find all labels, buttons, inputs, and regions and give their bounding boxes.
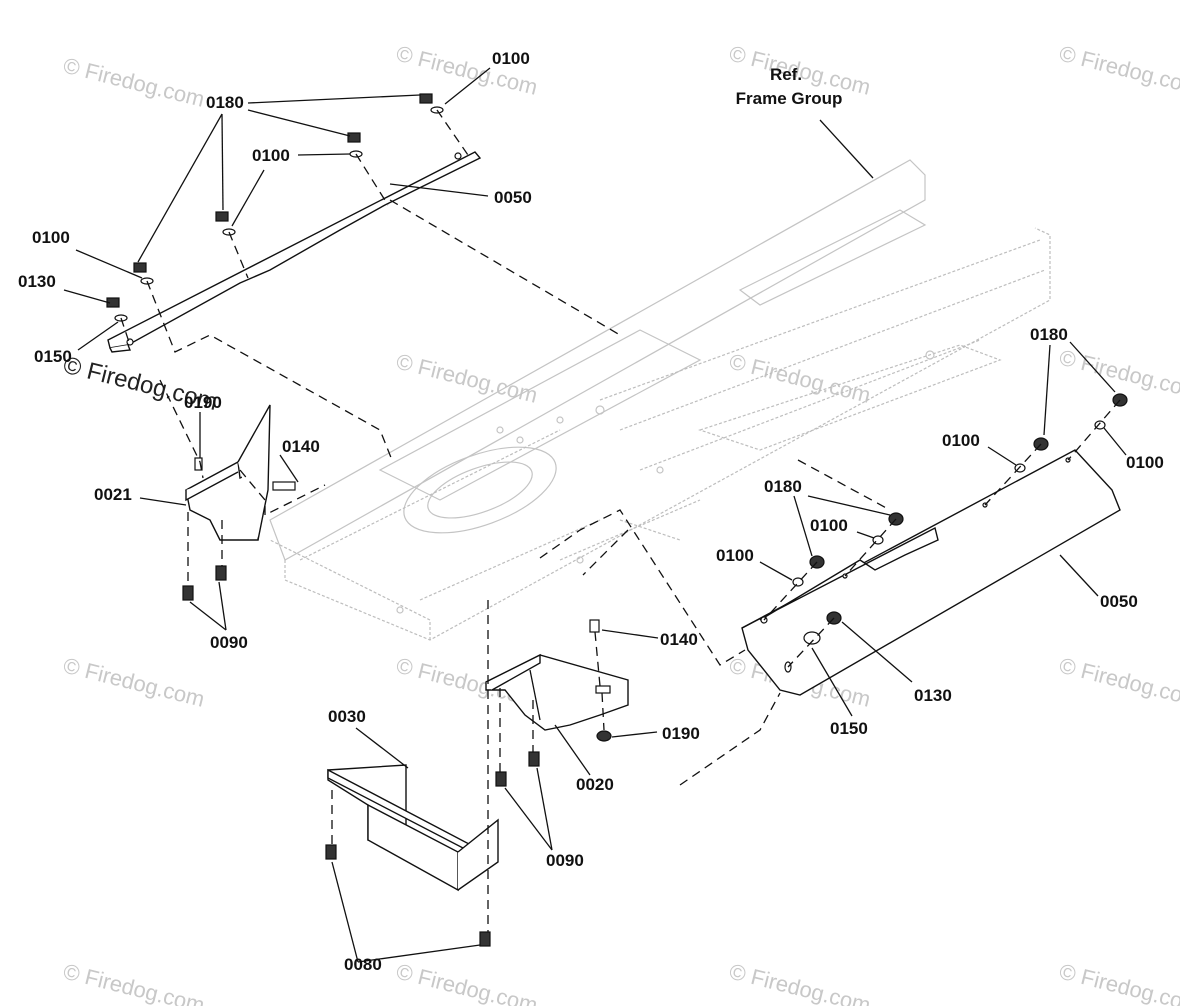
watermark-text: © Firedog.com (727, 349, 873, 408)
watermark-text: © Firedog.com (61, 653, 207, 712)
callout-0180-top: 0180 (206, 93, 244, 112)
callout-0130-left: 0130 (18, 272, 56, 291)
callout-0021: 0021 (94, 485, 132, 504)
watermark-text: © Firedog.com (727, 959, 873, 1006)
callout-0180-right-top: 0180 (1030, 325, 1068, 344)
reference-label: Ref. Frame Group (736, 65, 843, 108)
callout-0020: 0020 (576, 775, 614, 794)
callout-0130-right: 0130 (914, 686, 952, 705)
reference-label-line1: Ref. (770, 65, 802, 84)
callout-0090-bottom: 0090 (546, 851, 584, 870)
reference-frame (269, 159, 1051, 641)
watermark-text: © Firedog.com (1057, 41, 1180, 100)
callout-0140-right: 0140 (660, 630, 698, 649)
callout-0100-right-c: 0100 (810, 516, 848, 535)
callout-0030: 0030 (328, 707, 366, 726)
callout-0140-left: 0140 (282, 437, 320, 456)
callout-0190-left: 0190 (184, 393, 222, 412)
callout-0180-right-mid: 0180 (764, 477, 802, 496)
callout-0100-right-d: 0100 (716, 546, 754, 565)
watermark-text: © Firedog.com (1057, 959, 1180, 1006)
callout-0100-right-a: 0100 (942, 431, 980, 450)
watermark-text: © Firedog.com (1057, 653, 1180, 712)
callout-0050-left: 0050 (494, 188, 532, 207)
left-bracket-0021 (185, 404, 271, 541)
left-hardware (106, 93, 444, 601)
callout-0050-right: 0050 (1100, 592, 1138, 611)
watermark-text: © Firedog.com (61, 53, 207, 112)
callout-0190-right: 0190 (662, 724, 700, 743)
callout-0100-top: 0100 (492, 49, 530, 68)
watermark-text: © Firedog.com (394, 959, 540, 1006)
bracket-0020 (485, 619, 629, 787)
leader-lines (63, 67, 1127, 963)
callout-0080: 0080 (344, 955, 382, 974)
watermark-text: © Firedog.com (61, 959, 207, 1006)
callout-0090-left: 0090 (210, 633, 248, 652)
callout-labels: 0100 0180 0100 0050 0100 0130 0150 0190 … (18, 49, 1164, 974)
right-shield-0050 (741, 449, 1121, 696)
left-shield-bar-0050 (107, 151, 482, 353)
callout-0150-right: 0150 (830, 719, 868, 738)
callout-0100-mid: 0100 (252, 146, 290, 165)
bracket-0030 (325, 764, 499, 947)
callout-0150-left: 0150 (34, 347, 72, 366)
reference-label-line2: Frame Group (736, 89, 843, 108)
assembly-lines (120, 109, 1121, 932)
callout-0100-right-b: 0100 (1126, 453, 1164, 472)
callout-0100-left: 0100 (32, 228, 70, 247)
watermark-text: © Firedog.com (394, 349, 540, 408)
